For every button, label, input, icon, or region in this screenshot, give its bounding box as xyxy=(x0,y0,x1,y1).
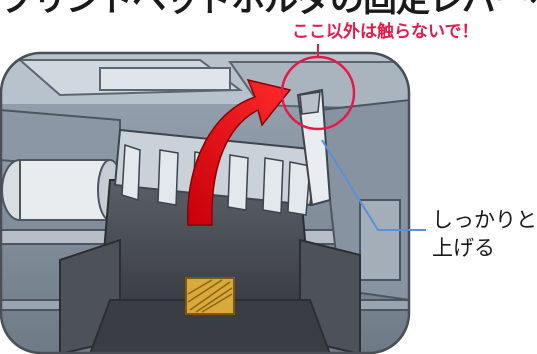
printer-interior xyxy=(0,52,410,354)
warning-label: ここ以外は触らないで！ xyxy=(292,22,479,42)
print-head-holder xyxy=(59,179,361,354)
illustration-frame xyxy=(0,51,411,354)
lift-arrow-icon xyxy=(187,78,292,226)
callout-line-2: 上げる xyxy=(432,236,495,260)
callout-leader-line xyxy=(321,139,426,231)
callout-label: しっかりと 上げる xyxy=(432,206,537,262)
fixing-lever xyxy=(296,88,332,207)
callout-line-1: しっかりと xyxy=(432,208,537,232)
instruction-heading: プリントヘッドホルダの固定レバーを xyxy=(0,0,537,20)
